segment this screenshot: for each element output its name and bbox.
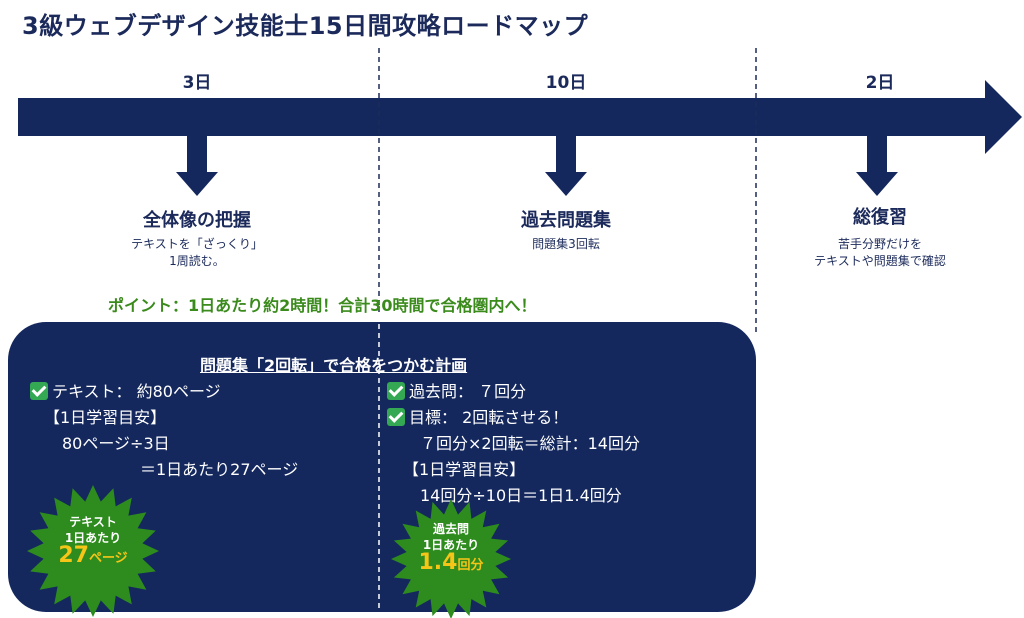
left-line-1: テキスト： 約80ページ: [30, 378, 221, 402]
badge-left-line1: テキスト: [69, 515, 117, 529]
phase-1-desc-line1: テキストを「ざっくり」: [131, 237, 263, 251]
right-line-1: 過去問： ７回分: [387, 378, 526, 402]
down-arrow-3: [856, 136, 898, 196]
phase-2-desc: 問題集3回転: [532, 236, 600, 253]
phase-2-days: 10日: [545, 73, 587, 93]
point-callout: ポイント：1日あたり約2時間！合計30時間で合格圏内へ！: [108, 296, 537, 315]
phase-1-days: 3日: [182, 73, 212, 93]
right-line-3: ７回分×2回転＝総計：14回分: [420, 434, 640, 453]
phase-3-desc-line1: 苦手分野だけを: [837, 237, 922, 251]
badge-right-big: 1.4: [418, 550, 458, 575]
timeline-arrowhead: [985, 80, 1022, 154]
left-line-1-text: テキスト： 約80ページ: [52, 382, 221, 401]
phase-2-title: 過去問題集: [521, 210, 611, 231]
phase-3-desc: 苦手分野だけを テキストや問題集で確認: [814, 236, 946, 270]
phase-1-title: 全体像の把握: [143, 210, 251, 231]
phase-1-desc-line2: 1周読む。: [169, 254, 225, 268]
badge-right-line1: 過去問: [432, 522, 469, 536]
phase-1-desc: テキストを「ざっくり」 1周読む。: [131, 236, 263, 270]
right-line-2-text: 目標： 2回転させる！: [409, 408, 569, 427]
right-line-1-text: 過去問： ７回分: [409, 382, 527, 401]
right-line-2: 目標： 2回転させる！: [387, 404, 568, 428]
starburst-left: [27, 485, 159, 617]
badge-left: テキスト 1日あたり 27ページ: [58, 514, 127, 567]
down-arrow-1: [176, 136, 218, 196]
phase-2-desc-line1: 問題集3回転: [532, 237, 600, 251]
left-line-2: 【1日学習目安】: [44, 408, 167, 427]
badge-right: 過去問 1日あたり 1.4回分: [419, 521, 484, 574]
check-icon: [387, 408, 405, 426]
phase-3-days: 2日: [865, 73, 895, 93]
right-line-5: 14回分÷10日＝1日1.4回分: [420, 486, 622, 505]
badge-left-big: 27: [58, 543, 89, 568]
page-title: 3級ウェブデザイン技能士15日間攻略ロードマップ: [22, 12, 589, 40]
check-icon: [387, 382, 405, 400]
timeline-bar: [18, 98, 990, 136]
plan-title: 問題集「2回転」で合格をつかむ計画: [200, 356, 468, 375]
badge-left-unit: ページ: [88, 551, 128, 566]
badge-right-value: 1.4回分: [419, 552, 484, 574]
badge-right-unit: 回分: [457, 558, 484, 573]
phase-3-title: 総復習: [853, 207, 907, 228]
phase-3-desc-line2: テキストや問題集で確認: [814, 254, 946, 268]
badge-left-value: 27ページ: [58, 545, 128, 567]
badge-right-line2: 1日あたり: [422, 538, 480, 552]
badge-left-line2: 1日あたり: [64, 531, 122, 545]
left-line-4: ＝1日あたり27ページ: [140, 460, 299, 479]
left-line-3: 80ページ÷3日: [62, 434, 170, 453]
starburst-right: [391, 499, 511, 618]
down-arrow-2: [545, 136, 587, 196]
right-line-4: 【1日学習目安】: [403, 460, 526, 479]
check-icon: [30, 382, 48, 400]
